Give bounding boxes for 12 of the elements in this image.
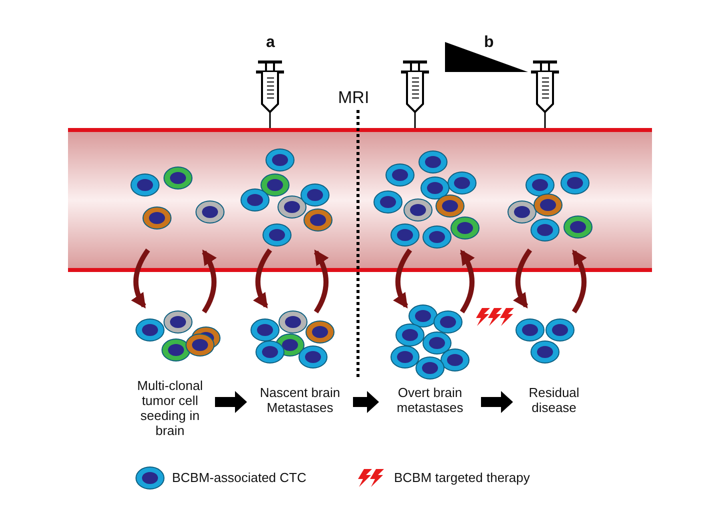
timepoint-label: MRI (338, 88, 370, 107)
arrow (481, 391, 513, 413)
panel-letter: b (484, 34, 494, 52)
arrow (353, 391, 379, 413)
stage-label: Multi-clonal tumor cell seeding in brain (128, 378, 212, 438)
legend-text: BCBM-associated CTC (172, 470, 306, 485)
stage-label: Overt brain metastases (382, 385, 478, 415)
panel-letter: a (266, 34, 275, 52)
stage-label: Nascent brain Metastases (250, 385, 350, 415)
legend-text: BCBM targeted therapy (394, 470, 530, 485)
stage-label: Residual disease (516, 385, 592, 415)
arrow (215, 391, 247, 413)
